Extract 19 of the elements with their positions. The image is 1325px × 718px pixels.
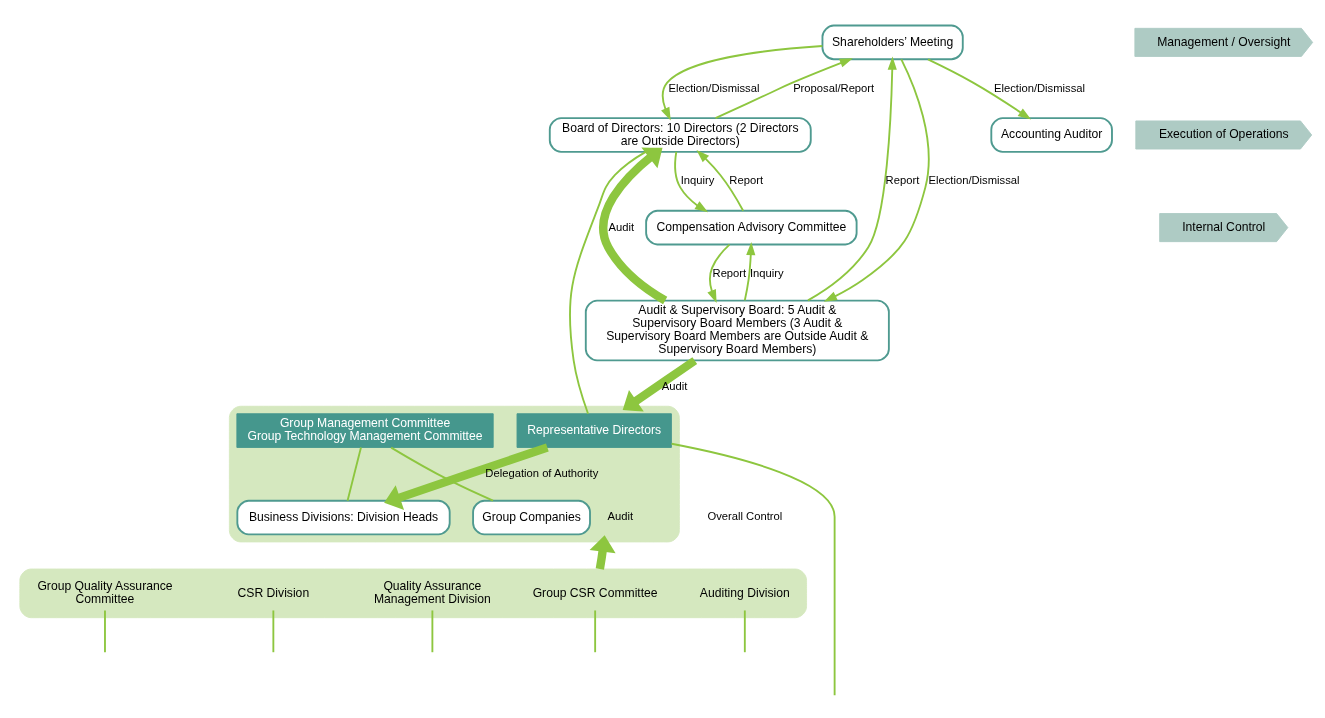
- edge-label: Report: [729, 173, 764, 186]
- edge-label: Election/Dismissal: [668, 81, 760, 94]
- edge-label: Inquiry: [680, 173, 715, 186]
- edge-label: Report: [885, 173, 920, 186]
- node-text: Group CSR Committee: [532, 585, 658, 600]
- edge-label: Election/Dismissal: [993, 81, 1085, 94]
- edge-label: Audit: [608, 220, 635, 232]
- edge-label: Proposal/Report: [793, 81, 875, 94]
- node-text: CSR Division: [237, 585, 310, 600]
- edge-label: Inquiry: [749, 266, 784, 279]
- edge-label: Audit: [607, 509, 634, 522]
- edge-label: Election/Dismissal: [928, 173, 1020, 186]
- edge-label: Audit: [661, 379, 688, 392]
- node-text: Quality Assurance Management Division: [373, 578, 491, 606]
- edge-label: Delegation of Authority: [485, 466, 599, 479]
- node-text: Group Quality Assurance Committee: [37, 578, 173, 606]
- node-text: Auditing Division: [699, 585, 790, 600]
- label: Overall Control: [707, 509, 783, 522]
- edge-label: Report: [712, 266, 747, 279]
